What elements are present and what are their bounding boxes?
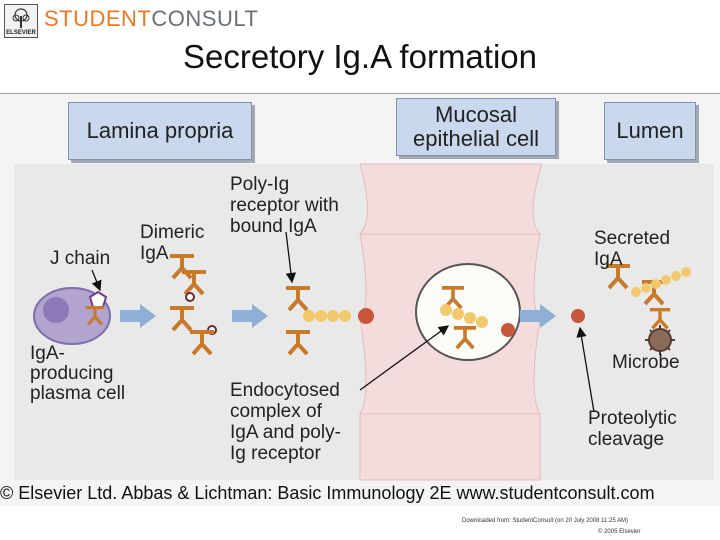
page-title: Secretory Ig.A formation (183, 38, 537, 75)
vesicle-receptor-end (501, 323, 515, 337)
leader-lines (91, 231, 595, 413)
flow-arrow-1 (120, 304, 156, 328)
secretory-bead (681, 267, 691, 277)
flow-arrow-3 (520, 304, 556, 328)
label-endo-line3: IgA and poly- (230, 422, 341, 443)
label-polyig-line3: bound IgA (230, 216, 317, 237)
label-microbe: Microbe (612, 352, 680, 373)
logo-text: ELSEVIER (6, 30, 36, 36)
label-polyig-line2: receptor with (230, 195, 339, 216)
vesicle-bead (464, 312, 476, 324)
dimeric-iga (168, 254, 217, 356)
label-endo-line2: complex of (230, 401, 322, 422)
secretory-bead (671, 271, 681, 281)
label-proteo-line2: cleavage (588, 429, 665, 450)
label-endo-line1: Endocytosed (230, 380, 340, 401)
endosome-vesicle (415, 263, 521, 361)
endocytosed-complex (440, 286, 585, 350)
plasma-cell-nucleus (43, 297, 69, 323)
diagram-canvas (14, 163, 714, 481)
label-microbe-text: Microbe (612, 352, 680, 373)
label-plasma-line3: plasma cell (30, 383, 126, 404)
j-chain-marker (185, 292, 195, 302)
receptor-bead (303, 310, 315, 322)
figure-copyright: © Elsevier Ltd. Abbas & Lichtman: Basic … (0, 483, 655, 503)
flow-arrow-2 (232, 304, 268, 328)
brand-part1: STUDENT (44, 6, 152, 31)
header-lumen-label: Lumen (616, 118, 684, 143)
label-dimeric-line2: IgA (140, 243, 169, 264)
endocytosed-leader (359, 325, 450, 391)
secretory-bead (641, 283, 651, 293)
label-secreted-line2: IgA (594, 249, 623, 270)
cleavage-leader (576, 326, 595, 413)
receptor-end (358, 308, 374, 324)
receptor-bead (315, 310, 327, 322)
header-mucosal-line2: epithelial cell (413, 126, 539, 151)
header-mucosal-line1: Mucosal (435, 102, 517, 127)
elsevier-logo: ELSEVIER (4, 4, 38, 38)
label-plasma-line1: IgA- (30, 343, 65, 364)
label-secreted-line1: Secreted (594, 228, 671, 249)
label-endo-line4: Ig receptor (230, 443, 321, 464)
secretory-bead (631, 287, 641, 297)
secretory-bead (661, 275, 671, 285)
receptor-bead (339, 310, 351, 322)
receptor-bound-iga (284, 286, 374, 356)
vesicle-bead (452, 308, 464, 320)
j-chain-leader (91, 269, 102, 292)
elsevier-copyright: © 2005 Elsevier (598, 529, 641, 535)
header-lamina-propria-label: Lamina propria (86, 118, 234, 143)
label-j-chain: J chain (50, 248, 110, 269)
brand-logo: STUDENTCONSULT (44, 6, 258, 32)
flow-arrows (120, 304, 556, 328)
vesicle-bead (440, 304, 452, 316)
cleaved-receptor-fragment (571, 309, 585, 323)
secreted-iga (604, 264, 691, 306)
label-j-chain-text: J chain (50, 248, 111, 269)
polyig-leader (285, 231, 297, 284)
tree-icon (12, 8, 30, 28)
label-proteo-line1: Proteolytic (588, 408, 677, 429)
brand-part2: CONSULT (151, 6, 259, 31)
header-lumen: Lumen (604, 102, 696, 160)
label-dimeric-line1: Dimeric (140, 222, 205, 243)
label-plasma-line2: producing (30, 363, 114, 384)
receptor-bead (327, 310, 339, 322)
download-notice: Downloaded from: StudentConsult (on 20 J… (462, 518, 628, 524)
microbe-shape (645, 308, 675, 355)
label-polyig-line1: Poly-Ig (230, 174, 290, 195)
vesicle-bead (476, 316, 488, 328)
secretory-bead (651, 279, 661, 289)
header-lamina-propria: Lamina propria (68, 102, 252, 160)
